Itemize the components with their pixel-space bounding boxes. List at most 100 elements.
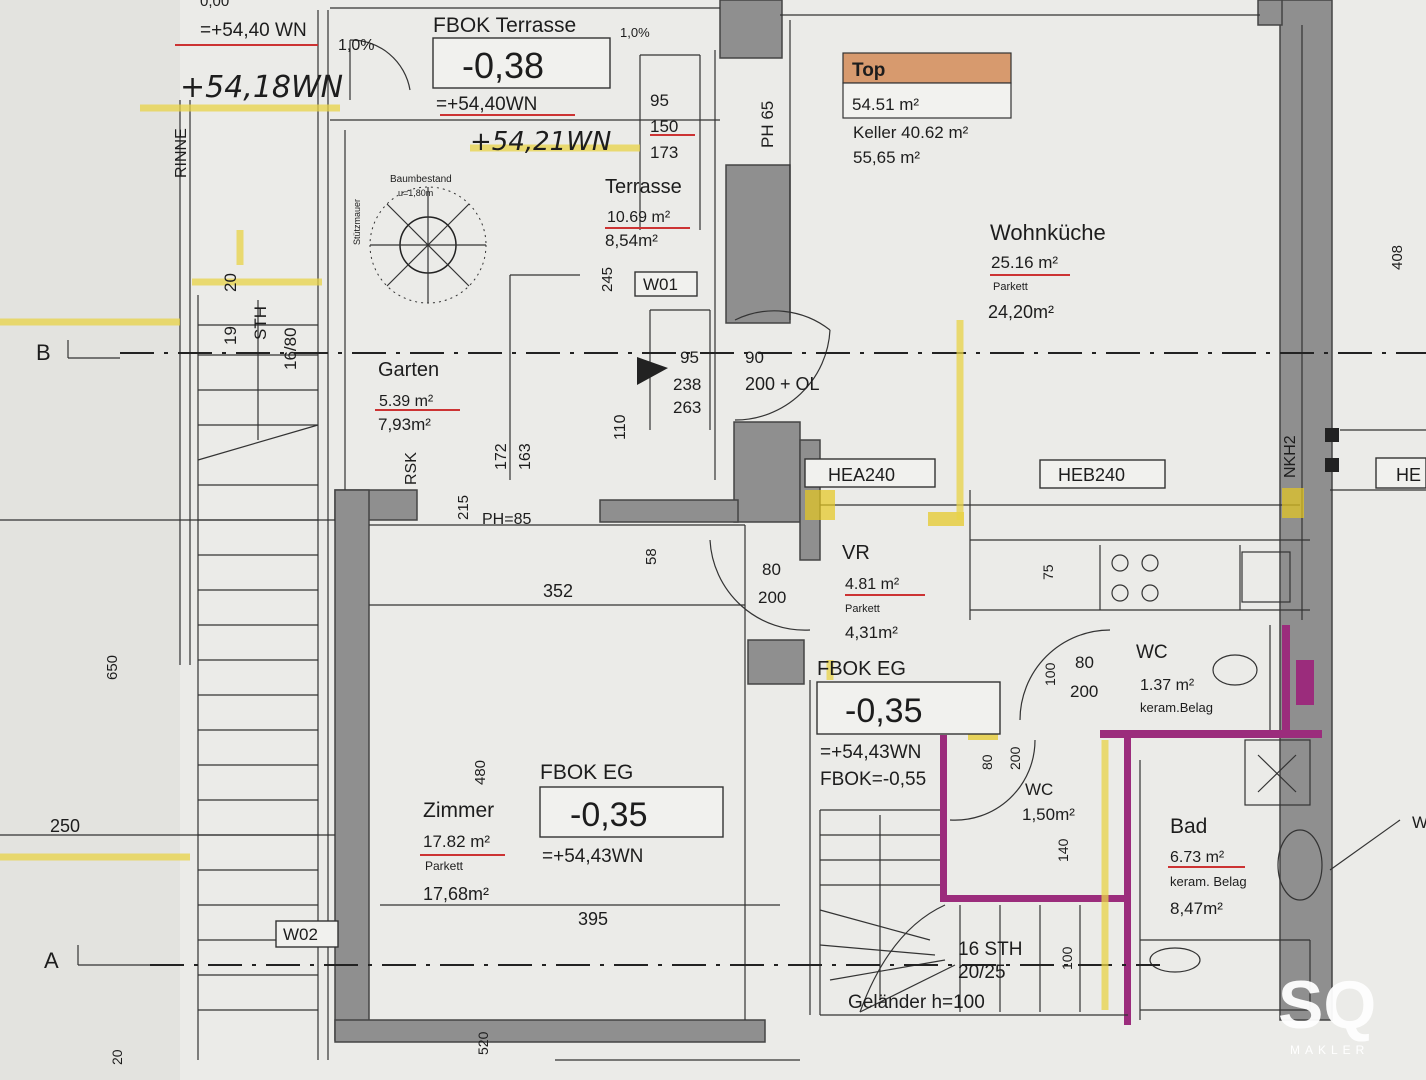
top-left-slope: 1,0% bbox=[338, 37, 374, 54]
fbok-eg-mid-level: -0,35 bbox=[845, 692, 923, 730]
dim-650: 650 bbox=[104, 655, 121, 680]
bad-floor: keram. Belag bbox=[1170, 874, 1247, 889]
brand-logo-text: SQ bbox=[1278, 967, 1376, 1043]
terrasse-name: Terrasse bbox=[605, 176, 682, 198]
walls bbox=[334, 0, 1333, 1043]
dim-100b: 100 bbox=[1059, 946, 1075, 970]
vr-area2: 4,31m² bbox=[845, 623, 898, 642]
dim-90: 90 bbox=[745, 348, 764, 367]
stairs-left-20: 20 bbox=[221, 273, 240, 292]
fbok-eg-mid-title: FBOK EG bbox=[817, 658, 906, 680]
top-area-box: Top 54.51 m² Keller 40.62 m² 55,65 m² bbox=[842, 52, 1012, 167]
dim-200: 200 bbox=[758, 588, 786, 607]
terrasse-area: 10.69 m² bbox=[607, 209, 671, 226]
brand-logo: SQ MAKLER bbox=[1278, 967, 1376, 1057]
fbok-eg-left-title: FBOK EG bbox=[540, 761, 633, 784]
plan-lines bbox=[0, 7, 1426, 1061]
stairs-left-19: 19 bbox=[221, 326, 240, 345]
stairs-main-sth: 16 STH bbox=[958, 939, 1022, 960]
dim-173: 173 bbox=[650, 143, 678, 162]
dim-263: 263 bbox=[673, 398, 701, 417]
dim-250: 250 bbox=[50, 816, 80, 836]
bad-name: Bad bbox=[1170, 815, 1207, 838]
stairs-left-sth: STH bbox=[251, 306, 270, 340]
fbok-terrasse-box bbox=[432, 37, 611, 89]
dim-395: 395 bbox=[578, 909, 608, 929]
dim-150: 150 bbox=[650, 117, 678, 136]
dim-480: 480 bbox=[472, 760, 489, 785]
stairs-main-dim: 20/25 bbox=[958, 962, 1006, 983]
label-gelaender: Geländer h=100 bbox=[848, 992, 985, 1013]
dim-80b: 80 bbox=[1075, 653, 1094, 672]
terrasse-area2: 8,54m² bbox=[605, 231, 658, 250]
stairs-main-treads bbox=[819, 815, 1081, 1013]
dim-75: 75 bbox=[1040, 564, 1056, 580]
label-rsk: RSK bbox=[403, 452, 420, 485]
garten-name: Garten bbox=[378, 359, 439, 381]
wc2-area: 1,50m² bbox=[1022, 805, 1075, 824]
top-keller: Keller 40.62 m² bbox=[853, 123, 969, 142]
label-ph65: PH 65 bbox=[758, 101, 777, 148]
label-ph85: PH=85 bbox=[482, 511, 531, 528]
brand-sub: MAKLER bbox=[1290, 1043, 1369, 1057]
dim-520: 520 bbox=[475, 1031, 491, 1055]
wc2-name: WC bbox=[1025, 780, 1053, 799]
labels: 0,00 =+54,40 WN 1,0% +54,18WN 1,0% FBOK … bbox=[36, 0, 1426, 1065]
dim-80c: 80 bbox=[979, 754, 995, 770]
dim-20: 20 bbox=[109, 1049, 125, 1065]
label-bau-dim: u=1,80m bbox=[398, 188, 433, 198]
label-baumbestand: Baumbestand bbox=[390, 174, 452, 185]
wohnkueche-area2: 24,20m² bbox=[988, 302, 1054, 322]
stairs-left-dim: 16/80 bbox=[281, 327, 300, 370]
top-area2: 55,65 m² bbox=[853, 148, 920, 167]
stairs-left-treads bbox=[197, 300, 319, 1011]
label-he: HE bbox=[1396, 465, 1421, 485]
dim-100: 100 bbox=[1042, 662, 1058, 686]
red-underlines bbox=[175, 44, 1245, 868]
label-nkh2: NKH2 bbox=[1282, 435, 1299, 478]
fbok-terrasse-hand: +54,21WN bbox=[470, 127, 611, 157]
dim-58: 58 bbox=[643, 548, 660, 565]
dim-95: 95 bbox=[650, 91, 669, 110]
label-w01: W01 bbox=[643, 275, 678, 294]
top-left-wn: =+54,40 WN bbox=[200, 20, 307, 41]
section-a-label: A bbox=[44, 948, 59, 973]
fbok-terrasse-level: -0,38 bbox=[462, 45, 544, 86]
dim-200ol: 200 + OL bbox=[745, 374, 820, 394]
dim-245: 245 bbox=[599, 267, 616, 292]
wohnkueche-area: 25.16 m² bbox=[991, 253, 1058, 272]
bad-area: 6.73 m² bbox=[1170, 849, 1225, 866]
fbok-eg-mid-wn: =+54,43WN bbox=[820, 742, 921, 763]
top-left-hand: +54,18WN bbox=[180, 70, 343, 105]
highlights bbox=[0, 104, 1109, 1010]
garten-area2: 7,93m² bbox=[378, 415, 431, 434]
dim-110: 110 bbox=[612, 414, 629, 440]
dim-163: 163 bbox=[517, 443, 534, 470]
dim-238: 238 bbox=[673, 375, 701, 394]
dim-352: 352 bbox=[543, 581, 573, 601]
zimmer-area2: 17,68m² bbox=[423, 884, 489, 904]
dim-200c: 200 bbox=[1007, 746, 1023, 770]
wohnkueche-name: Wohnküche bbox=[990, 220, 1106, 245]
wc-floor: keram.Belag bbox=[1140, 700, 1213, 715]
dim-408: 408 bbox=[1389, 245, 1406, 270]
top-left-dim: 0,00 bbox=[200, 0, 229, 10]
vr-floor: Parkett bbox=[845, 603, 880, 615]
dim-80: 80 bbox=[762, 560, 781, 579]
zimmer-name: Zimmer bbox=[423, 799, 494, 822]
label-w02: W02 bbox=[283, 925, 318, 944]
tree-icon bbox=[369, 186, 487, 304]
label-rinne: RINNE bbox=[173, 128, 190, 178]
vr-name: VR bbox=[842, 542, 870, 564]
label-hea240: HEA240 bbox=[828, 465, 895, 485]
dim-215: 215 bbox=[455, 495, 472, 520]
dim-140: 140 bbox=[1055, 838, 1071, 862]
wc-name: WC bbox=[1136, 642, 1168, 663]
top-area: 54.51 m² bbox=[852, 95, 919, 114]
fbok-terrasse-wn: =+54,40WN bbox=[436, 94, 537, 115]
fbok-eg-left-wn: =+54,43WN bbox=[542, 846, 643, 867]
label-stuetzmauer: Stützmauer bbox=[352, 199, 362, 245]
section-b-label: B bbox=[36, 340, 51, 365]
zimmer-area: 17.82 m² bbox=[423, 832, 490, 851]
